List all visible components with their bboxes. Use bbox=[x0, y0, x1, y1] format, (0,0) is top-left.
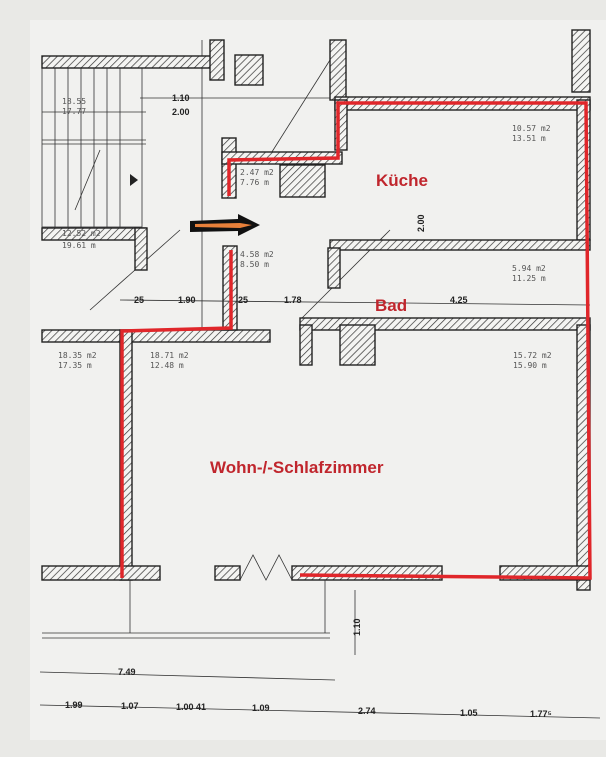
dim-balcony-depth: 1.10 bbox=[352, 618, 362, 636]
dim-wall-1: 25 bbox=[134, 295, 144, 305]
perimeter-stairs: 17.77 bbox=[62, 107, 86, 116]
room-label-bath: Bad bbox=[375, 296, 407, 315]
dim-hall-w1: 1.90 bbox=[178, 295, 196, 305]
apartment-outline bbox=[120, 250, 233, 578]
dim-bath-w: 4.25 bbox=[450, 295, 468, 305]
area-hall: 4.58 m2 bbox=[240, 250, 274, 259]
room-label-kitchen: Küche bbox=[376, 171, 428, 190]
perimeter-bath: 11.25 m bbox=[512, 274, 546, 283]
perimeter-far-left: 17.35 m bbox=[58, 361, 92, 370]
area-far-left: 18.35 m2 bbox=[58, 351, 97, 360]
perimeter-kitchen: 13.51 m bbox=[512, 134, 546, 143]
doors-balcony bbox=[42, 554, 356, 655]
staircase bbox=[41, 40, 391, 330]
dim-kitchen-h: 2.00 bbox=[416, 214, 426, 232]
area-left-mid: 12.52 m2 bbox=[62, 229, 101, 238]
area-living: 15.72 m2 bbox=[513, 351, 552, 360]
dim-top-door-h: 2.00 bbox=[172, 107, 190, 117]
area-bath: 5.94 m2 bbox=[512, 264, 546, 273]
dimension-lines bbox=[39, 97, 601, 719]
area-center-left: 18.71 m2 bbox=[150, 351, 189, 360]
dim-wall-2: 25 bbox=[238, 295, 248, 305]
dim-bottom-6: 2.74 bbox=[358, 706, 376, 716]
apartment-outline-upper bbox=[227, 101, 592, 580]
dim-bottom-2: 1.07 bbox=[121, 701, 139, 711]
perimeter-hall: 8.50 m bbox=[240, 260, 269, 269]
area-storage: 2.47 m2 bbox=[240, 168, 274, 177]
entrance-arrow-icon bbox=[190, 214, 260, 236]
dim-bottom-1: 1.99 bbox=[65, 700, 83, 710]
perimeter-center-left: 12.48 m bbox=[150, 361, 184, 370]
perimeter-living: 15.90 m bbox=[513, 361, 547, 370]
dim-bottom-5: 1.09 bbox=[252, 703, 270, 713]
dimensions: 1.10 2.00 1.90 1.78 4.25 25 25 2.00 1.10… bbox=[65, 93, 552, 719]
dim-bottom-3: 1.00 bbox=[176, 702, 194, 712]
perimeter-left-mid: 19.61 m bbox=[62, 241, 96, 250]
perimeter-storage: 7.76 m bbox=[240, 178, 269, 187]
dim-bottom-8: 1.77⁵ bbox=[530, 709, 552, 719]
dim-total-left: 7.49 bbox=[118, 667, 136, 677]
dim-bottom-7: 1.05 bbox=[460, 708, 478, 718]
room-label-living: Wohn-/-Schlafzimmer bbox=[210, 458, 384, 477]
area-stairs: 18.55 bbox=[62, 97, 86, 106]
area-kitchen: 10.57 m2 bbox=[512, 124, 551, 133]
dim-top-door-w: 1.10 bbox=[172, 93, 190, 103]
dim-hall-w2: 1.78 bbox=[284, 295, 302, 305]
dim-bottom-4: 41 bbox=[196, 702, 206, 712]
room-areas: 10.57 m2 13.51 m 5.94 m2 11.25 m 15.72 m… bbox=[58, 97, 552, 370]
